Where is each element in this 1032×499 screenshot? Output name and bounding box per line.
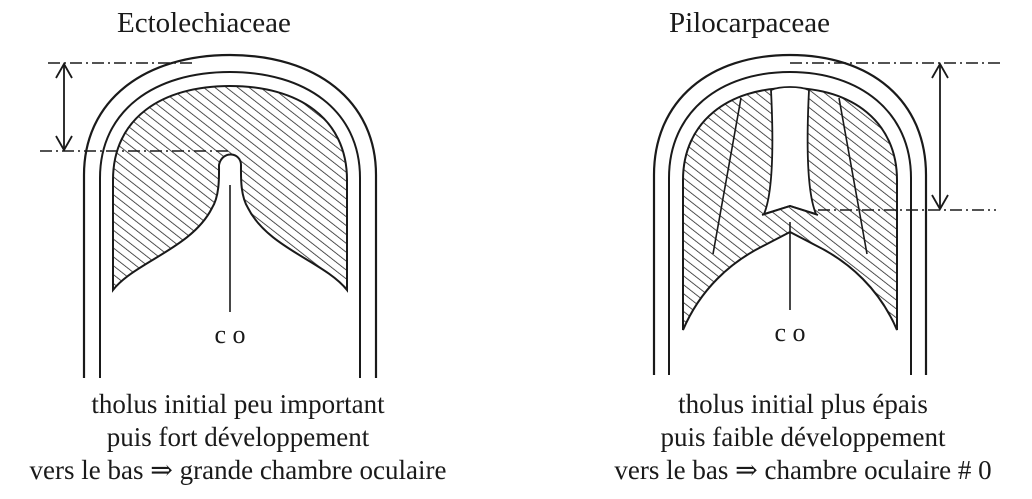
caption-right-line-2: puis faible développement xyxy=(574,421,1032,454)
co-label-left: c o xyxy=(214,320,245,349)
caption-pilocarpaceae: tholus initial plus épais puis faible dé… xyxy=(574,388,1032,487)
caption-left-line-3: vers le bas ⇒ grande chambre oculaire xyxy=(0,454,476,487)
ascus-right: c o xyxy=(654,55,1000,375)
caption-ectolechiaceae: tholus initial peu important puis fort d… xyxy=(0,388,476,487)
caption-left-line-2: puis fort développement xyxy=(0,421,476,454)
apical-cushion-right xyxy=(764,87,816,214)
caption-right-line-1: tholus initial plus épais xyxy=(574,388,1032,421)
caption-left-line-1: tholus initial peu important xyxy=(0,388,476,421)
co-label-right: c o xyxy=(774,318,805,347)
ascus-left: c o xyxy=(40,55,376,378)
caption-right-line-3: vers le bas ⇒ chambre oculaire # 0 xyxy=(574,454,1032,487)
